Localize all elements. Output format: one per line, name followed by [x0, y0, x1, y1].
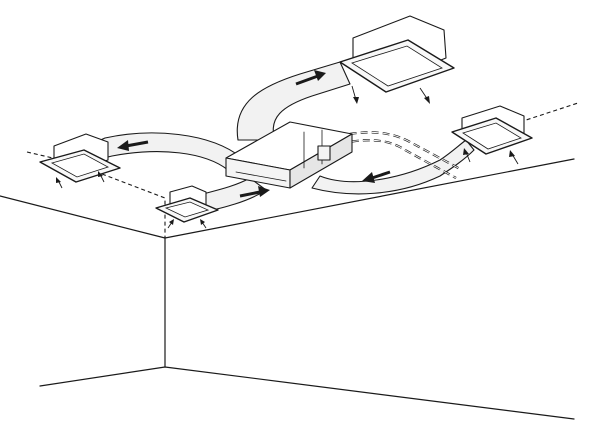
arrow-icon	[239, 186, 270, 198]
small-arrow-icon	[463, 148, 471, 163]
dashed-guide-right	[519, 102, 579, 123]
unit-connection-box	[317, 145, 331, 161]
small-arrow-icon	[419, 87, 430, 104]
top-grille-face	[351, 45, 443, 87]
room-outline	[0, 158, 575, 420]
small-arrow-icon	[351, 85, 359, 104]
arrow-icon	[362, 170, 391, 183]
right-grille-face	[462, 122, 522, 150]
ducted-indoor-unit	[225, 121, 353, 189]
duct-to-left-grille	[95, 132, 243, 171]
top-grille	[339, 15, 455, 93]
unit-front-detail	[235, 171, 287, 182]
front-grille-face	[164, 201, 210, 218]
duct-from-right-grille	[311, 139, 475, 195]
dashed-guide-front	[101, 173, 166, 238]
airflow-arrows	[117, 70, 391, 198]
arrow-icon	[117, 140, 149, 151]
right-grille	[451, 105, 533, 155]
small-arrow-icon	[167, 219, 174, 229]
small-arrow-icon	[56, 177, 63, 189]
small-arrow-icon	[509, 150, 519, 165]
small-arrow-icon	[98, 171, 105, 183]
discharge-arrows	[56, 85, 519, 229]
front-grille	[155, 185, 219, 223]
ducts	[95, 61, 475, 213]
arrow-icon	[295, 70, 326, 86]
left-grille-face	[50, 153, 110, 178]
floor-edge	[39, 366, 575, 420]
small-arrow-icon	[200, 219, 207, 229]
unit-side-face	[289, 133, 353, 189]
